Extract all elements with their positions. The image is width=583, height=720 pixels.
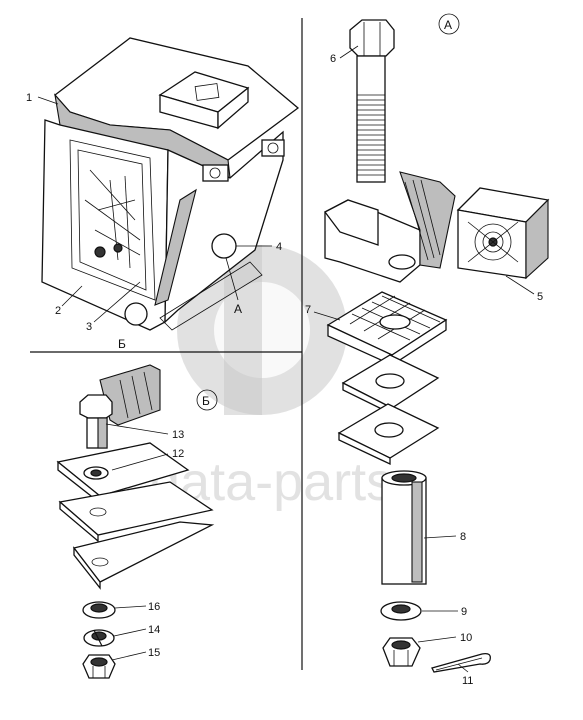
sleeve-8: [381, 470, 427, 585]
cab-assembly: [41, 37, 300, 331]
nut-15: [82, 654, 116, 679]
callout-1: 1: [26, 92, 32, 104]
spring-washer-14: [83, 629, 115, 647]
plate-lower: [337, 403, 440, 466]
callout-11: 11: [462, 675, 473, 687]
plate-b-middle: [58, 481, 214, 543]
callout-10: 10: [460, 632, 472, 644]
watermark-logo: [177, 245, 347, 415]
plate-upper: [341, 354, 440, 416]
mount-point-b-circle: [124, 302, 148, 326]
callout-7: 7: [305, 304, 311, 316]
mount-point-a-circle: [211, 233, 237, 259]
view-b-label: Б: [202, 394, 210, 408]
callout-2: 2: [55, 305, 61, 317]
plate-b-lower: [72, 521, 215, 590]
pad-7: [326, 291, 448, 367]
view-b-circle: [196, 389, 218, 411]
rubber-block-5: [456, 187, 550, 280]
frame-bracket: [324, 171, 456, 283]
plate-b-upper: [56, 442, 190, 505]
callout-14: 14: [148, 624, 160, 636]
bolt-13: [79, 394, 113, 449]
view-a-label: А: [444, 18, 452, 32]
callout-8: 8: [460, 531, 466, 543]
callout-3: 3: [86, 321, 92, 333]
callout-12: 12: [172, 448, 184, 460]
callout-4: 4: [276, 241, 282, 253]
callout-16: 16: [148, 601, 160, 613]
bolt-6: [349, 19, 395, 183]
callout-15: 15: [148, 647, 160, 659]
marker-a-on-cab: А: [234, 302, 242, 316]
callout-6: 6: [330, 53, 336, 65]
view-a-circle: [438, 13, 460, 35]
marker-b-on-cab: Б: [118, 337, 126, 351]
callout-9: 9: [461, 606, 467, 618]
callout-13: 13: [172, 429, 184, 441]
bracket-b: [99, 364, 161, 426]
washer-9: [380, 601, 422, 621]
cotter-pin-11: [431, 652, 491, 673]
callout-5: 5: [537, 291, 543, 303]
washer-16: [82, 601, 116, 619]
nut-10: [382, 637, 421, 667]
